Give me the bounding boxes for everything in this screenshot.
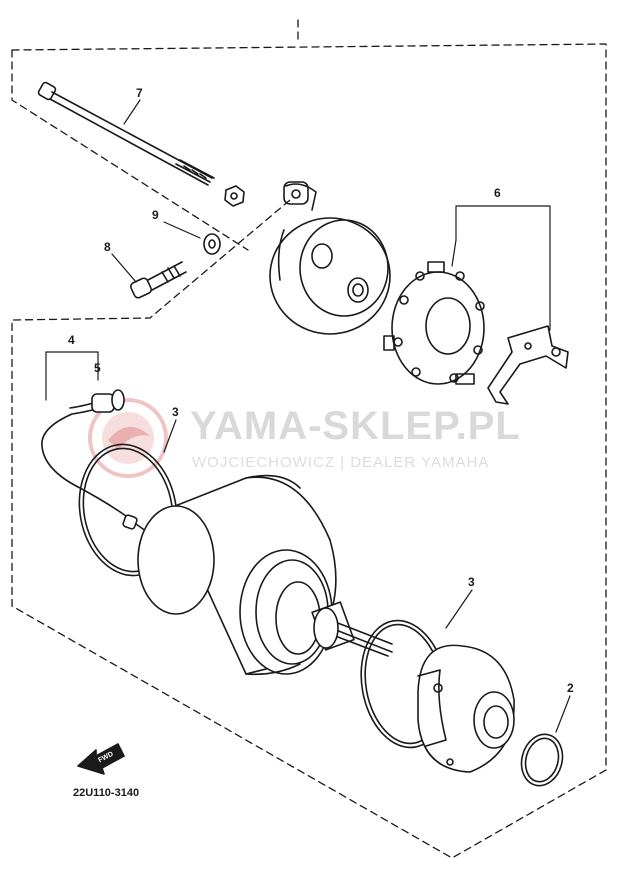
- short-bolt: [129, 261, 187, 299]
- callout-number: 8: [104, 240, 111, 254]
- brush-holder: [383, 261, 485, 385]
- callout-number: 3: [468, 575, 475, 589]
- callout-number: 4: [68, 333, 75, 347]
- callout-number: 7: [136, 86, 143, 100]
- front-cover: [417, 644, 515, 773]
- callout-number: 6: [494, 186, 501, 200]
- callout-number: 5: [94, 361, 101, 375]
- brush-lead-plate: [487, 325, 569, 405]
- washer: [203, 233, 221, 255]
- forward-arrow-icon: [77, 743, 125, 775]
- diagram-code: 22U110-3140: [73, 787, 140, 799]
- armature-shaft: [311, 601, 393, 657]
- assembly-boundary: [11, 19, 607, 859]
- through-bolt: [37, 81, 215, 186]
- leader-lines: [45, 99, 571, 733]
- nut: [224, 185, 245, 207]
- rear-end-cover: [269, 181, 391, 335]
- watermark-title: YAMA-SKLEP.PL: [190, 404, 521, 448]
- callout-number: 2: [567, 681, 574, 695]
- callout-number: 9: [152, 208, 159, 222]
- callout-number: 3: [172, 405, 179, 419]
- motor-yoke: [137, 474, 337, 676]
- watermark-subtitle: WOJCIECHOWICZ | DEALER YAMAHA: [192, 454, 490, 471]
- ring-seal: [520, 733, 564, 787]
